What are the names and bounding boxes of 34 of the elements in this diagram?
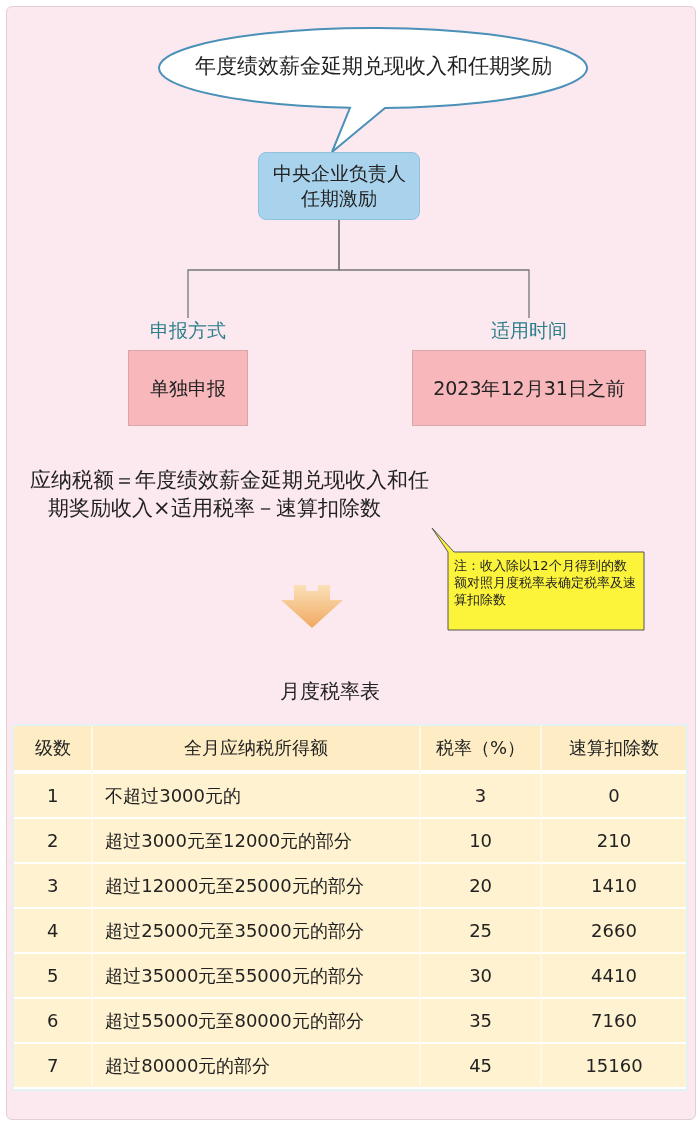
table-value: 超过80000元的部分: [93, 1044, 422, 1089]
table-value: 5: [14, 954, 94, 999]
table-value: 3: [421, 774, 543, 819]
table-value: 超过55000元至80000元的部分: [93, 999, 422, 1044]
table-value: 6: [14, 999, 94, 1044]
table-value: 不超过3000元的: [93, 774, 422, 819]
connector-line: [338, 219, 530, 319]
table-value: 30: [421, 954, 543, 999]
formula-text: 应纳税额＝年度绩效薪金延期兑现收入和任期奖励收入×适用税率－速算扣除数: [30, 467, 430, 523]
section-heading: 申报方式: [149, 318, 227, 343]
table-header: 速算扣除数: [542, 726, 686, 774]
table-value: 超过3000元至12000元的部分: [93, 819, 422, 864]
table-value: 20: [421, 864, 543, 909]
table-value: 1: [14, 774, 94, 819]
table-header: 税率（%）: [421, 726, 543, 774]
table-value: 超过35000元至55000元的部分: [93, 954, 422, 999]
table-value: 7: [14, 1044, 94, 1089]
table-value: 10: [421, 819, 543, 864]
process-box: 2023年12月31日之前: [412, 350, 646, 426]
table-value: 35: [421, 999, 543, 1044]
section-heading: 适用时间: [490, 318, 568, 343]
table-value: 2: [14, 819, 94, 864]
table-header: 全月应纳税所得额: [93, 726, 422, 774]
table-value: 超过25000元至35000元的部分: [93, 909, 422, 954]
table-value: 3: [14, 864, 94, 909]
process-box: 单独申报: [128, 350, 248, 426]
table-header: 级数: [14, 726, 94, 774]
bubble-text: 年度绩效薪金延期兑现收入和任期奖励: [193, 53, 553, 80]
table-value: 4: [14, 909, 94, 954]
process-box: 中央企业负责人任期激励: [258, 152, 420, 220]
table-value: 25: [421, 909, 543, 954]
table-title: 月度税率表: [279, 678, 381, 705]
table-value: 超过12000元至25000元的部分: [93, 864, 422, 909]
table-value: 45: [421, 1044, 543, 1089]
